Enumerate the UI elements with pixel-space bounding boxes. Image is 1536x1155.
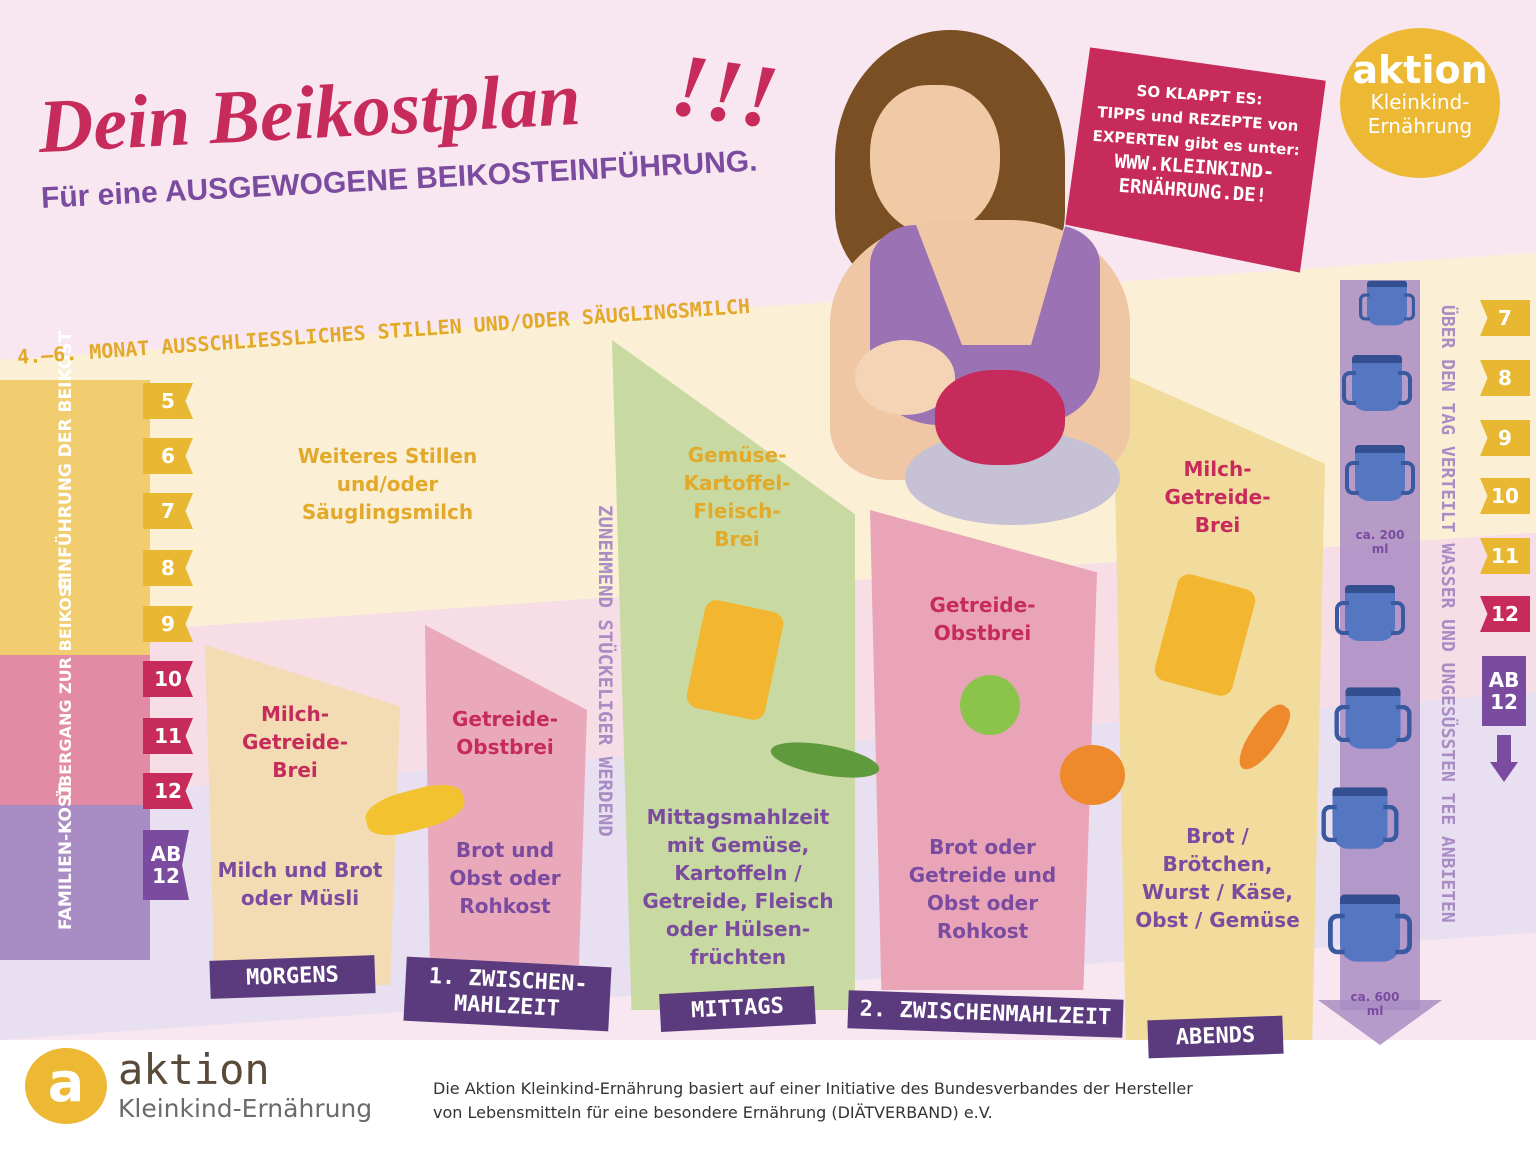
morgens-intro: Weiteres Stillen und/oder Säuglingsmilch: [297, 444, 478, 524]
logo-sub: Kleinkind-: [1370, 90, 1470, 114]
zwischen1-family: Brot und Obst oder Rohkost: [449, 838, 561, 918]
cup-icon: [1334, 687, 1412, 749]
footer-logo-mark: a: [25, 1048, 107, 1124]
orange-icon: [1060, 745, 1125, 805]
abends-intro: Milch-Getreide-Brei: [1164, 457, 1271, 537]
cup-icon: [1359, 280, 1415, 326]
logo-top: aktion Kleinkind- Ernährung: [1340, 28, 1500, 178]
zwischen2-family: Brot oder Getreide und Obst oder Rohkost: [908, 835, 1057, 943]
cup-icon: [1345, 445, 1415, 501]
month-flag: 9: [143, 606, 193, 642]
footer-line: Die Aktion Kleinkind-Ernährung basiert a…: [433, 1079, 1193, 1098]
title-exclamation: !!!: [665, 35, 784, 148]
morgens-transition: Milch-Getreide-Brei: [241, 702, 348, 782]
logo-sub: Ernährung: [1367, 114, 1473, 138]
phase-label-family: FAMILIEN-KOST: [56, 783, 76, 930]
banner-morgens: MORGENS: [209, 955, 376, 999]
month-flag: AB 12: [1482, 656, 1526, 726]
mittags-family: Mittagsmahlzeit mit Gemüse, Kartoffeln /…: [642, 805, 834, 969]
footer-logo-sub: Kleinkind-Ernährung: [118, 1094, 373, 1123]
column-abends: [1113, 370, 1325, 1040]
phase-label-intro: EINFÜHRUNG DER BEIKOST: [56, 330, 76, 590]
month-flag: 7: [1480, 300, 1530, 336]
drinks-note: ÜBER DEN TAG VERTEILT WASSER UND UNGESÜS…: [1437, 305, 1458, 923]
zwischen1-transition: Getreide-Obstbrei: [451, 707, 558, 759]
down-arrow-icon: [1497, 735, 1511, 765]
month-flag: 11: [1480, 538, 1530, 574]
footer-text: Die Aktion Kleinkind-Ernährung basiert a…: [433, 1077, 1193, 1125]
logo-word: aktion: [1352, 48, 1488, 92]
baby-body: [935, 370, 1065, 465]
month-flag: 8: [143, 550, 193, 586]
footer-logo-word: aktion: [118, 1045, 270, 1094]
month-flag: 6: [143, 438, 193, 474]
phase-family-bg: [0, 805, 150, 960]
month-flag: 8: [1480, 360, 1530, 396]
phase-transition-bg: [0, 655, 150, 805]
column-zwischen2: [870, 510, 1097, 990]
cup-icon: [1328, 894, 1412, 962]
month-flag: 12: [1480, 596, 1530, 632]
mother-face: [870, 85, 1000, 235]
mittags-intro: Gemüse-Kartoffel-Fleisch-Brei: [683, 443, 791, 551]
drinks-end: ca. 600 ml: [1350, 990, 1400, 1018]
banner-zwischen1: 1. ZWISCHEN-MAHLZEIT: [403, 956, 612, 1032]
month-flag: 12: [143, 773, 193, 809]
apple-icon: [960, 675, 1020, 735]
drinks-start: ca. 200 ml: [1355, 528, 1405, 556]
banner-mittags: MITTAGS: [659, 985, 816, 1033]
footer-line: von Lebensmitteln für eine besondere Ern…: [433, 1103, 993, 1122]
phase-intro-bg: [0, 380, 150, 660]
month-flag: 11: [143, 718, 193, 754]
month-flag: 5: [143, 383, 193, 419]
month-flag: 7: [143, 493, 193, 529]
cup-icon: [1335, 585, 1405, 641]
phase-label-transition: ÜBERGANG ZUR BEIKOST: [56, 574, 75, 800]
footer-bg: [0, 1045, 1536, 1155]
banner-abends: ABENDS: [1147, 1015, 1284, 1059]
zwischen2-intro: Getreide-Obstbrei: [929, 593, 1036, 645]
cup-icon: [1342, 355, 1412, 411]
month-flag: 10: [143, 661, 193, 697]
cup-icon: [1321, 787, 1399, 849]
vertical-note: ZUNEHMEND STÜCKELIGER WERDEND: [594, 505, 616, 837]
abends-family: Brot / Brötchen, Wurst / Käse, Obst / Ge…: [1135, 824, 1300, 932]
month-flag: 10: [1480, 478, 1530, 514]
month-flag: AB 12: [143, 830, 189, 900]
morgens-family: Milch und Brot oder Müsli: [217, 858, 383, 910]
month-flag: 9: [1480, 420, 1530, 456]
